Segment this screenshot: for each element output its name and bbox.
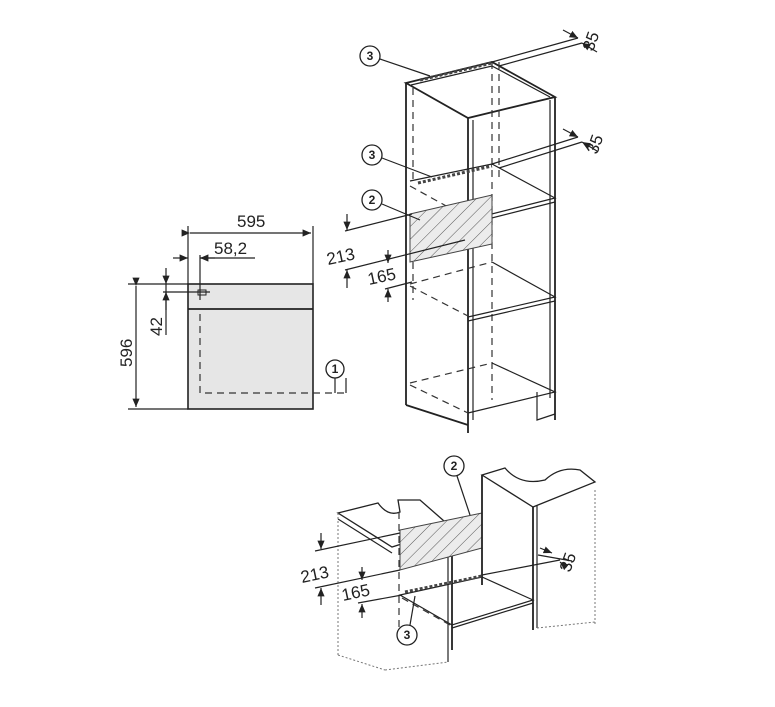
- callout-2-base-label: 2: [451, 459, 458, 473]
- upper-shelf: [409, 163, 557, 221]
- worktop-right: [480, 467, 597, 508]
- top-offset-label: 42: [147, 317, 166, 336]
- callout-2: [361, 189, 383, 211]
- width-label: 595: [237, 212, 265, 231]
- ventilation-opening: [409, 194, 493, 263]
- callout-3-base: [396, 624, 418, 646]
- callout-3-mid: [361, 144, 383, 166]
- callout-2-label: 2: [369, 193, 376, 207]
- vent-slot-top: [419, 61, 493, 82]
- base-shelf: [398, 576, 535, 626]
- bottom-shelf: [467, 362, 557, 414]
- callout-3-top: [359, 45, 381, 67]
- callout-2-base: [443, 455, 465, 477]
- gap-base-label: 35: [556, 550, 580, 574]
- dim-213-label: 213: [325, 244, 357, 268]
- vent-slot-base: [404, 574, 483, 594]
- base-dim-213-label: 213: [299, 562, 331, 586]
- tall-cabinet: 35 35 213 165 3 3 2: [325, 29, 607, 433]
- vent-slot-mid: [417, 164, 493, 185]
- oven-front-panel: [187, 283, 314, 410]
- callout-1-label: 1: [332, 362, 339, 376]
- callout-3-top-label: 3: [367, 49, 374, 63]
- cable-path: [199, 314, 346, 394]
- gap-mid-label: 35: [583, 132, 607, 156]
- cabinet-top: [403, 61, 558, 119]
- callout-3-mid-label: 3: [369, 148, 376, 162]
- height-label: 596: [117, 339, 136, 367]
- lower-shelf: [467, 261, 557, 318]
- dim-165-label: 165: [366, 264, 398, 288]
- callout-3-base-label: 3: [404, 628, 411, 642]
- offset-label: 58,2: [214, 239, 247, 258]
- gap-top-label: 35: [579, 29, 603, 53]
- oven-front-view: 595 58,2 42 596 1: [117, 212, 347, 410]
- base-cabinet-view: 35 213 165 2 3: [299, 455, 597, 671]
